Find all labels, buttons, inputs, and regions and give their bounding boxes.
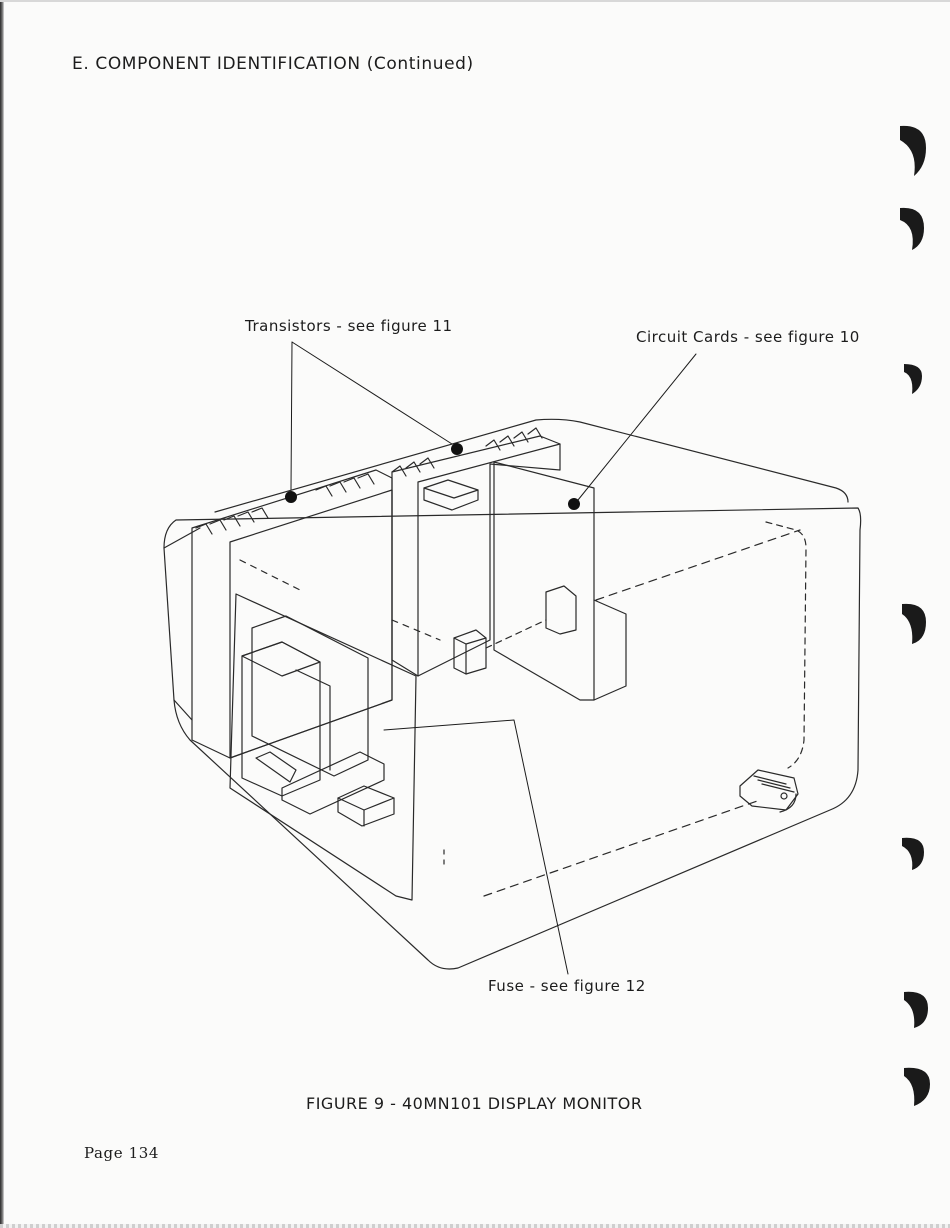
center-module [424,480,478,510]
card-link-dashed [486,620,546,648]
left-board-wiring [240,560,440,640]
center-block [454,630,486,674]
transformer-inner [296,670,330,770]
transformer-top [242,642,320,676]
fuse-holder-left [256,752,296,782]
right-circuit-card [494,462,594,700]
leader-transistors-right [292,342,452,444]
page-number: Page 134 [84,1144,159,1162]
rear-knob [740,770,798,812]
callout-circuit-cards: Circuit Cards - see figure 10 [636,328,860,346]
transformer-front [242,642,320,796]
left-board [192,470,392,758]
callout-transistors: Transistors - see figure 11 [245,317,453,335]
callout-fuse: Fuse - see figure 12 [488,977,646,995]
screen-curve [766,522,806,768]
right-card-base [594,600,626,700]
fuse-component [338,786,394,826]
callout-dot-transistor-right [451,443,463,455]
leader-transistors-left [291,342,292,490]
leader-circuit-cards [578,354,696,500]
center-card-face [418,444,560,676]
power-chassis [230,594,416,900]
callout-dot-transistor-left [285,491,297,503]
right-card-block [546,586,576,634]
leader-fuse [384,720,568,974]
cabinet-hidden-edge-1 [596,530,800,600]
chassis-block [282,752,384,814]
center-module-top [424,488,478,498]
cabinet-hidden-edge-2 [484,800,760,896]
figure-caption: FIGURE 9 - 40MN101 DISPLAY MONITOR [306,1094,642,1113]
